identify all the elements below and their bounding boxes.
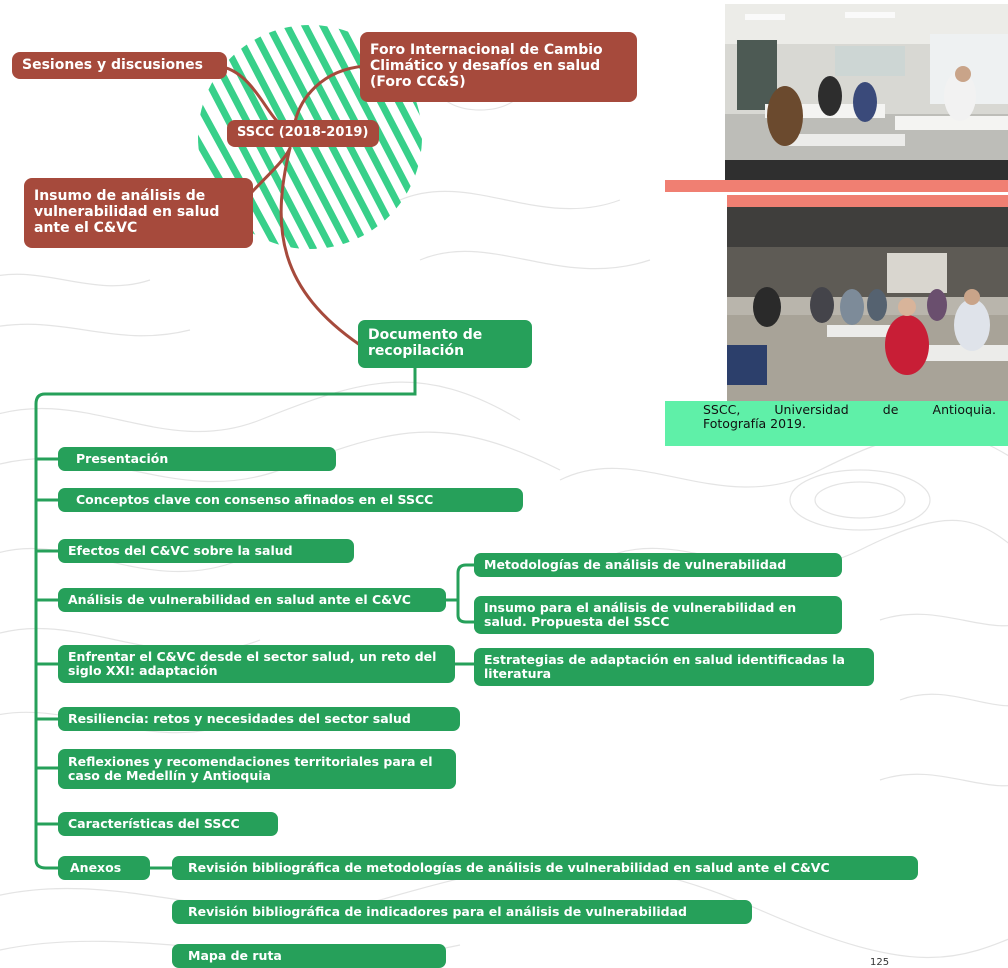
sub-anexo-mapa: Mapa de ruta [172, 944, 446, 968]
sub-label: Revisión bibliográfica de indicadores pa… [188, 904, 687, 919]
document-node: Documento de recopilación [358, 320, 532, 368]
chapter-conceptos: Conceptos clave con consenso afinados en… [58, 488, 523, 512]
page-number: 125 [870, 957, 890, 968]
chapter-label: Enfrentar el C&VC desde el sector salud,… [68, 649, 437, 678]
sessions-node: Sesiones y discusiones [12, 52, 227, 79]
sub-label: Metodologías de análisis de vulnerabilid… [484, 557, 787, 572]
caption-line-1: SSCC, Universidad de Antioquia. [703, 402, 996, 417]
caption-word: Universidad [774, 402, 849, 417]
chapter-resiliencia: Resiliencia: retos y necesidades del sec… [58, 707, 460, 731]
chapter-label: Anexos [70, 860, 122, 875]
chapter-label: Conceptos clave con consenso afinados en… [76, 492, 434, 507]
sub-label: Estrategias de adaptación en salud ident… [484, 652, 845, 681]
sub-metodologias: Metodologías de análisis de vulnerabilid… [474, 553, 842, 577]
chapter-analisis: Análisis de vulnerabilidad en salud ante… [58, 588, 446, 612]
forum-label: Foro Internacional de Cambio Climático y… [370, 42, 603, 90]
caption-word: Antioquia. [932, 402, 996, 417]
caption-word: SSCC, [703, 402, 741, 417]
meeting-room-photo [727, 195, 1008, 401]
sub-estrategias: Estrategias de adaptación en salud ident… [474, 648, 874, 686]
sub-insumo-propuesta: Insumo para el análisis de vulnerabilida… [474, 596, 842, 634]
chapter-label: Presentación [76, 451, 169, 466]
chapter-efectos: Efectos del C&VC sobre la salud [58, 539, 354, 563]
sub-anexo-indicadores: Revisión bibliográfica de indicadores pa… [172, 900, 752, 924]
chapter-label: Análisis de vulnerabilidad en salud ante… [68, 592, 411, 607]
chapter-label: Efectos del C&VC sobre la salud [68, 543, 293, 558]
sub-label: Mapa de ruta [188, 948, 282, 963]
vulnerability-input-node: Insumo de análisis de vulnerabilidad en … [24, 178, 253, 248]
chapter-reflexiones: Reflexiones y recomendaciones territoria… [58, 749, 456, 789]
hub-label: SSCC (2018-2019) [237, 125, 369, 141]
hub-node: SSCC (2018-2019) [227, 120, 379, 147]
sub-label: Insumo para el análisis de vulnerabilida… [484, 600, 797, 629]
chapter-label: Resiliencia: retos y necesidades del sec… [68, 711, 411, 726]
sessions-label: Sesiones y discusiones [22, 56, 203, 73]
chapter-caracteristicas: Características del SSCC [58, 812, 278, 836]
photo-caption: SSCC, Universidad de Antioquia. Fotograf… [665, 401, 1008, 446]
caption-line-2: Fotografía 2019. [703, 416, 806, 432]
sub-anexo-metodologias: Revisión bibliográfica de metodologías d… [172, 856, 918, 880]
document-label: Documento de recopilación [368, 327, 483, 359]
chapter-anexos: Anexos [58, 856, 150, 880]
vulnerability-input-label: Insumo de análisis de vulnerabilidad en … [34, 188, 220, 236]
chapter-label: Características del SSCC [68, 816, 240, 831]
sub-label: Revisión bibliográfica de metodologías d… [188, 860, 830, 875]
classroom-photo [725, 4, 1008, 180]
chapter-presentacion: Presentación [58, 447, 336, 471]
chapter-label: Reflexiones y recomendaciones territoria… [68, 754, 433, 783]
chapter-enfrentar: Enfrentar el C&VC desde el sector salud,… [58, 645, 455, 683]
forum-node: Foro Internacional de Cambio Climático y… [360, 32, 637, 102]
caption-word: de [882, 402, 899, 417]
